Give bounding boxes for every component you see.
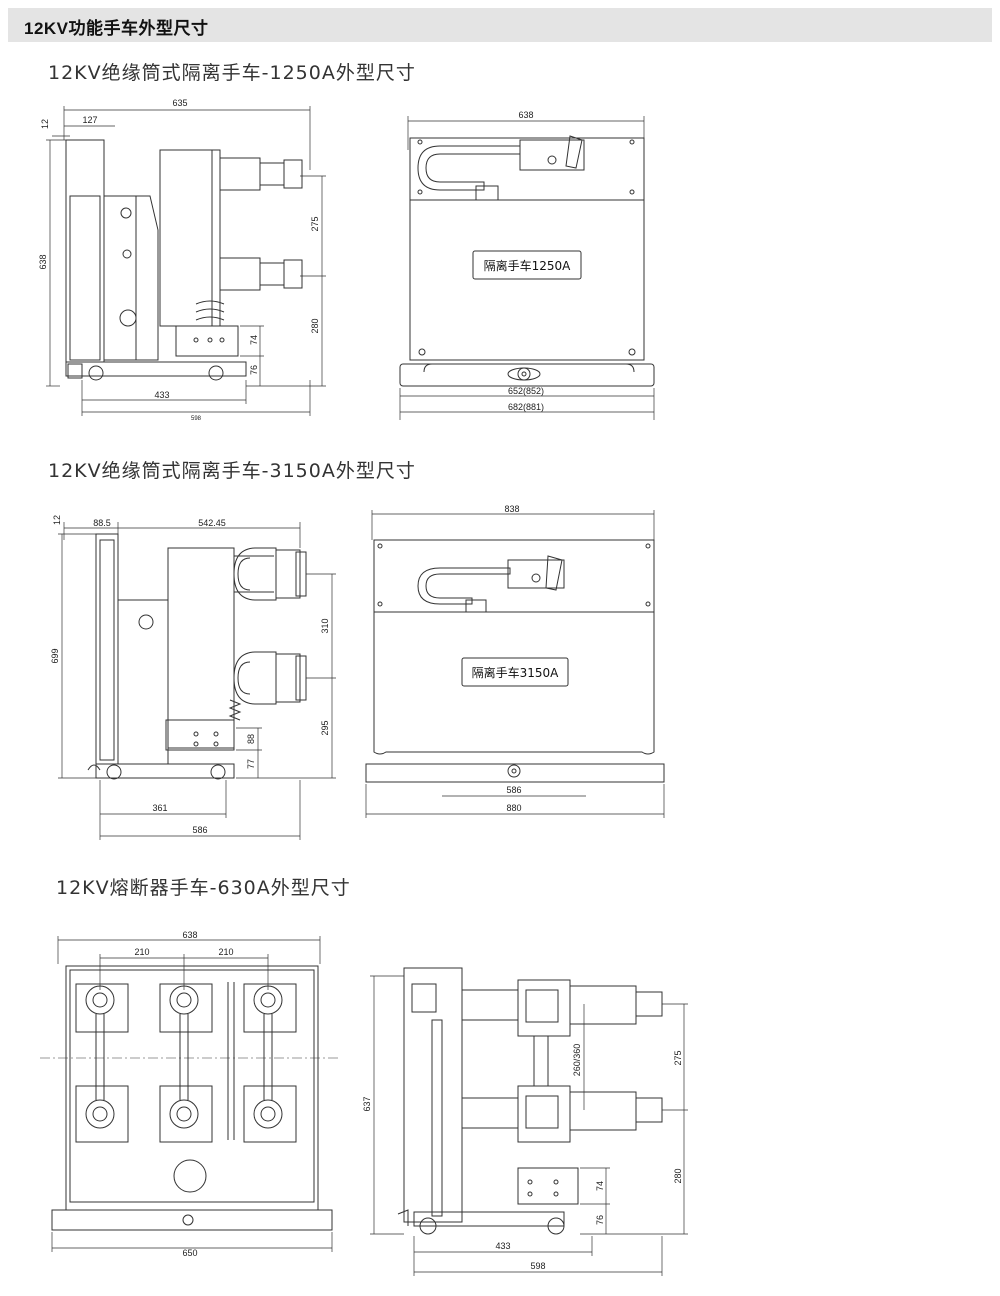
dim-1250a-base-outer: 682(881): [508, 402, 544, 412]
dim-1250a-height: 638: [38, 254, 48, 269]
dim-630a-upper-pitch: 275: [673, 1050, 683, 1065]
header-bar: [8, 8, 992, 42]
dim-630a-base-width: 650: [182, 1248, 197, 1258]
dim-630a-base-total: 598: [530, 1261, 545, 1271]
section-title-3150a: 12KV绝缘筒式隔离手车-3150A外型尺寸: [48, 460, 416, 482]
drawing-3150a-side: [58, 522, 336, 840]
dim-630a-base-a: 433: [495, 1241, 510, 1251]
nameplate-1250a: 隔离手车1250A: [484, 258, 572, 273]
dim-630a-lower-height: 280: [673, 1168, 683, 1183]
dim-1250a-base-inner: 652(852): [508, 386, 544, 396]
dim-3150a-lower-height: 295: [320, 720, 330, 735]
dim-3150a-height: 699: [50, 648, 60, 663]
dim-3150a-wheel-height: 77: [246, 759, 256, 769]
dim-3150a-box-height: 88: [246, 734, 256, 744]
dim-1250a-front-top: 638: [518, 110, 533, 120]
dim-630a-front-top: 638: [182, 930, 197, 940]
dim-1250a-top-offset: 12: [40, 119, 50, 129]
dim-1250a-wheel-height: 76: [249, 365, 259, 375]
dim-1250a-top-total: 635: [172, 98, 187, 108]
dim-1250a-top-a: 127: [82, 115, 97, 125]
dim-1250a-upper-pitch: 275: [310, 216, 320, 231]
drawing-1250a-side: [46, 106, 326, 416]
drawing-1250a-front: [399, 116, 655, 420]
dim-630a-wheel-height: 76: [595, 1215, 605, 1225]
dim-630a-pitch-b: 210: [218, 947, 233, 957]
dim-3150a-front-top: 838: [504, 504, 519, 514]
drawing-630a-side: [370, 967, 688, 1276]
dim-3150a-top-offset: 12: [52, 515, 62, 525]
nameplate-3150a: 隔离手车3150A: [472, 665, 560, 680]
dim-3150a-base-inner: 586: [506, 785, 521, 795]
drawing-630a-front: [40, 936, 340, 1252]
dim-3150a-top-b: 542.45: [198, 518, 226, 528]
dim-630a-pitch-upper: 260/360: [572, 1044, 582, 1077]
section-title-630a: 12KV熔断器手车-630A外型尺寸: [56, 877, 351, 899]
dim-3150a-top-a: 88.5: [93, 518, 111, 528]
section-title-1250a: 12KV绝缘筒式隔离手车-1250A外型尺寸: [48, 62, 416, 84]
dim-630a-box-height: 74: [595, 1181, 605, 1191]
drawing-3150a-front: [365, 510, 665, 818]
dim-1250a-base-a: 433: [154, 390, 169, 400]
dim-3150a-base-total: 586: [192, 825, 207, 835]
dim-3150a-upper-pitch: 310: [320, 618, 330, 633]
dim-1250a-lower-height: 280: [310, 318, 320, 333]
page-title: 12KV功能手车外型尺寸: [24, 19, 209, 38]
dim-630a-pitch-a: 210: [134, 947, 149, 957]
dim-630a-height: 637: [362, 1096, 372, 1111]
dim-1250a-base-total: 598: [191, 416, 202, 422]
dim-3150a-base-a: 361: [152, 803, 167, 813]
dim-3150a-base-outer: 880: [506, 803, 521, 813]
dim-1250a-box-height: 74: [249, 335, 259, 345]
